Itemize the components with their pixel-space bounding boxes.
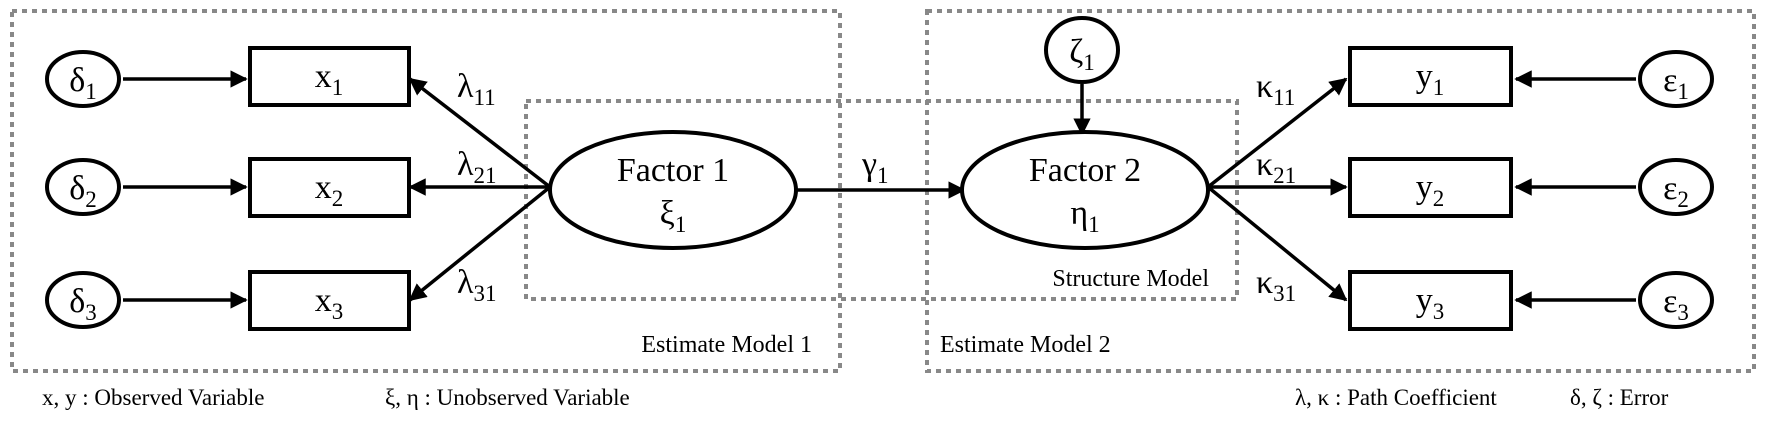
legend-error: δ, ζ : Error bbox=[1570, 385, 1669, 410]
factor-1-node: Factor 1 ξ1 bbox=[548, 130, 798, 250]
delta-2-node: δ2 bbox=[45, 158, 121, 216]
svg-text:ζ1: ζ1 bbox=[1069, 33, 1095, 75]
edge-factor1-x1 bbox=[408, 77, 552, 189]
y-2-box: y2 bbox=[1348, 157, 1513, 218]
gamma-1-label: γ1 bbox=[861, 146, 889, 188]
estimate-model-2-label: Estimate Model 2 bbox=[940, 332, 1111, 358]
svg-text:y1: y1 bbox=[1416, 58, 1445, 100]
svg-text:Factor 1: Factor 1 bbox=[617, 152, 729, 189]
lambda-21-label: λ21 bbox=[457, 146, 497, 188]
epsilon-3-node: ε3 bbox=[1638, 271, 1714, 329]
svg-text:ε2: ε2 bbox=[1663, 170, 1689, 212]
kappa-21-label: κ21 bbox=[1256, 146, 1296, 188]
epsilon-2-node: ε2 bbox=[1638, 158, 1714, 216]
x-3-box: x3 bbox=[248, 270, 411, 331]
svg-text:δ2: δ2 bbox=[69, 170, 97, 212]
svg-text:ε1: ε1 bbox=[1663, 62, 1689, 104]
svg-text:y2: y2 bbox=[1416, 169, 1445, 211]
legend-observed: x, y : Observed Variable bbox=[42, 385, 265, 410]
kappa-11-label: κ11 bbox=[1256, 68, 1295, 110]
svg-text:ε3: ε3 bbox=[1663, 283, 1689, 325]
svg-text:δ1: δ1 bbox=[69, 62, 97, 104]
x-1-box: x1 bbox=[248, 46, 411, 107]
edge-factor2-y3 bbox=[1206, 185, 1348, 302]
estimate-model-1-label: Estimate Model 1 bbox=[641, 332, 812, 358]
svg-text:Factor 2: Factor 2 bbox=[1029, 152, 1141, 189]
svg-text:x1: x1 bbox=[315, 58, 344, 100]
epsilon-1-node: ε1 bbox=[1638, 50, 1714, 108]
svg-text:x3: x3 bbox=[315, 282, 344, 324]
svg-text:x2: x2 bbox=[315, 169, 344, 211]
edge-factor1-x3 bbox=[408, 185, 552, 302]
kappa-31-label: κ31 bbox=[1256, 264, 1296, 306]
svg-text:y3: y3 bbox=[1416, 282, 1445, 324]
lambda-31-label: λ31 bbox=[457, 264, 497, 306]
edge-factor2-y1 bbox=[1206, 77, 1348, 189]
estimate-model-1-region bbox=[10, 9, 842, 373]
delta-1-node: δ1 bbox=[45, 50, 121, 108]
delta-3-node: δ3 bbox=[45, 271, 121, 329]
factor-2-node: Factor 2 η1 bbox=[960, 130, 1210, 250]
x-2-box: x2 bbox=[248, 157, 411, 218]
y-3-box: y3 bbox=[1348, 270, 1513, 331]
svg-text:ξ1: ξ1 bbox=[660, 195, 687, 237]
lambda-11-label: λ11 bbox=[457, 68, 496, 110]
structure-model-region bbox=[524, 99, 1239, 301]
y-1-box: y1 bbox=[1348, 46, 1513, 107]
svg-text:η1: η1 bbox=[1070, 195, 1099, 237]
zeta-1-node: ζ1 bbox=[1044, 16, 1120, 84]
legend-path: λ, κ : Path Coefficient bbox=[1295, 385, 1497, 410]
svg-text:δ3: δ3 bbox=[69, 283, 97, 325]
legend-unobserved: ξ, η : Unobserved Variable bbox=[385, 385, 630, 410]
structure-model-label: Structure Model bbox=[1052, 266, 1209, 292]
